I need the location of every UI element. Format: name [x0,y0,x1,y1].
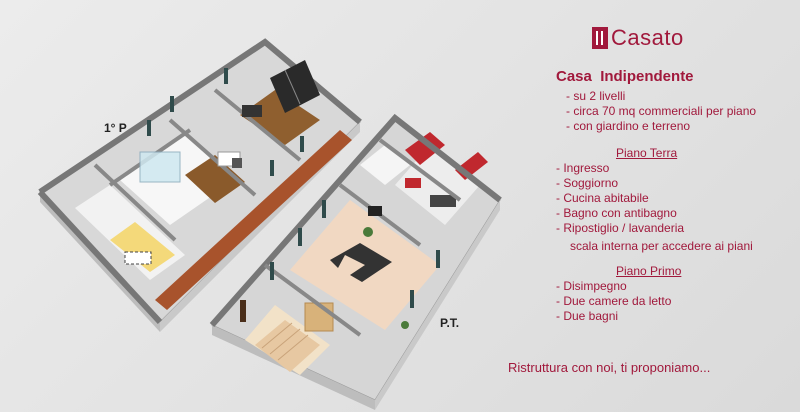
call-to-action: Ristruttura con noi, ti proponiamo... [508,360,711,375]
upper-floor-label: 1° P [104,121,127,135]
ground-floor-item: - Bagno con antibagno [556,206,677,220]
first-floor-item: - Due bagni [556,309,619,323]
ground-floor-item: - Ripostiglio / lavanderia [556,221,685,235]
room-floor-wood-1 [185,155,245,203]
first-floor-item: - Disimpegno [556,279,627,293]
listing-title: Casa Indipendente [556,68,694,85]
ground-floor-note: scala interna per accedere ai piani [570,239,753,253]
wood-shelf [304,302,334,332]
window [298,228,302,246]
door [240,300,246,322]
stairs [255,320,320,372]
feature-item: - circa 70 mq commerciali per piano [566,104,757,118]
window [270,262,274,280]
brand-logo: Casato [592,25,684,50]
ground-floor-slab-edge-right [375,200,500,410]
shower-glass [139,151,181,183]
tv [368,206,382,216]
wardrobe-door [284,69,301,105]
upper-wall-outer [38,38,362,195]
upper-wall-int-3 [213,88,302,162]
upper-wall-left [37,189,163,325]
upper-wall-int-1 [93,163,177,242]
ground-floor-model [209,113,502,410]
feature-item: - su 2 livelli [566,89,626,103]
window [436,250,440,268]
ground-floor-label: P.T. [440,316,460,330]
wardrobe [270,60,320,113]
logo-mark-icon [592,27,608,49]
window [147,120,151,136]
balcony [155,130,352,310]
stair-step [269,328,301,355]
dresser [242,105,262,117]
window [270,160,274,176]
first-floor-item: - Due camere da letto [556,294,672,308]
ground-floor-heading: Piano Terra [616,146,678,160]
kitchen-table [430,195,456,207]
window [300,136,304,152]
room-floor-yellow [110,222,175,272]
first-floor-heading: Piano Primo [616,264,682,278]
upper-floor-model [37,38,362,332]
stair-step [277,334,309,361]
window [410,290,414,308]
ground-wall-outer [209,113,502,327]
ground-floor-item: - Ingresso [556,161,610,175]
cabinet [232,158,242,168]
plant [363,227,373,237]
brand-name: Casato [611,25,684,50]
ground-floor-item: - Cucina abitabile [556,191,649,205]
sofa [330,243,392,282]
ground-floor-item: - Soggiorno [556,176,619,190]
room-floor-wood-2 [240,90,320,145]
feature-item: - con giardino e terreno [566,119,691,133]
window [170,96,174,112]
kitchen-island [405,178,421,188]
ground-wall-int-3 [378,138,462,202]
plant [401,321,409,329]
kitchen-units [405,132,445,165]
window [224,68,228,84]
ground-wall-int-1 [263,263,362,337]
floor-plan-illustration [37,38,502,410]
stair-step [261,322,293,349]
window [322,200,326,218]
stair-opening [124,251,152,265]
